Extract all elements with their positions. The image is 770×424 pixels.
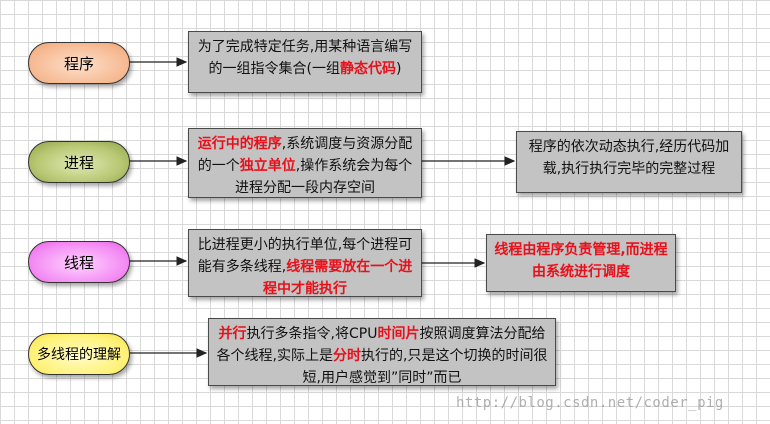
box-program-definition: 为了完成特定任务,用某种语言编写的一组指令集合(一组静态代码) xyxy=(188,31,422,93)
node-multithread: 多线程的理解 xyxy=(28,333,130,375)
node-process: 进程 xyxy=(28,141,130,183)
text: 按照调度算法分配给各个线程,实际上是 xyxy=(216,326,546,364)
box-multithread-definition: 并行执行多条指令,将CPU时间片按照调度算法分配给各个线程,实际上是分时执行的,… xyxy=(208,318,556,386)
box-process-note: 程序的依次动态执行,经历代码加载,执行执行完毕的完整过程 xyxy=(516,131,742,193)
watermark: http://blog.csdn.net/coder_pig xyxy=(456,395,724,411)
text: 执行多条指令,将CPU xyxy=(246,326,378,342)
highlight-text: 静态代码 xyxy=(340,61,396,77)
highlight-text: 独立单位 xyxy=(239,158,296,174)
node-program: 程序 xyxy=(28,42,130,84)
text: 执行的,只是这个切换的时间很短,用户感觉到”同时”而已 xyxy=(302,348,548,386)
highlight-text: 线程由程序负责管理,而进程由系统进行调度 xyxy=(494,242,668,280)
highlight-text: 并行 xyxy=(218,326,247,342)
text: 比进程更小的执行单位,每个进程可能有多条线程, xyxy=(197,237,413,275)
highlight-text: 线程需要放在一个进程中才能执行 xyxy=(263,259,413,297)
text: ) xyxy=(396,61,402,77)
text: 为了完成特定任务,用某种语言编写的一组指令集合(一组 xyxy=(197,39,413,77)
node-process-label: 进程 xyxy=(63,153,94,172)
node-thread: 线程 xyxy=(28,241,130,283)
highlight-text: 时间片 xyxy=(377,326,420,342)
box-thread-definition: 比进程更小的执行单位,每个进程可能有多条线程,线程需要放在一个进程中才能执行 xyxy=(188,229,422,297)
highlight-text: 运行中的程序 xyxy=(197,136,282,152)
box-process-definition: 运行中的程序,系统调度与资源分配的一个独立单位,操作系统会为每个进程分配一段内存… xyxy=(188,128,422,198)
text: ,系统调度与资源分配的一个 xyxy=(197,136,413,174)
box-thread-note: 线程由程序负责管理,而进程由系统进行调度 xyxy=(486,234,676,292)
node-thread-label: 线程 xyxy=(63,253,94,272)
node-program-label: 程序 xyxy=(63,54,94,73)
text: 程序的依次动态执行,经历代码加载,执行执行完毕的完整过程 xyxy=(528,139,730,177)
text: ,操作系统会为每个进程分配一段内存空间 xyxy=(235,158,413,196)
highlight-text: 分时 xyxy=(333,348,361,364)
node-multithread-label: 多线程的理解 xyxy=(37,347,121,363)
